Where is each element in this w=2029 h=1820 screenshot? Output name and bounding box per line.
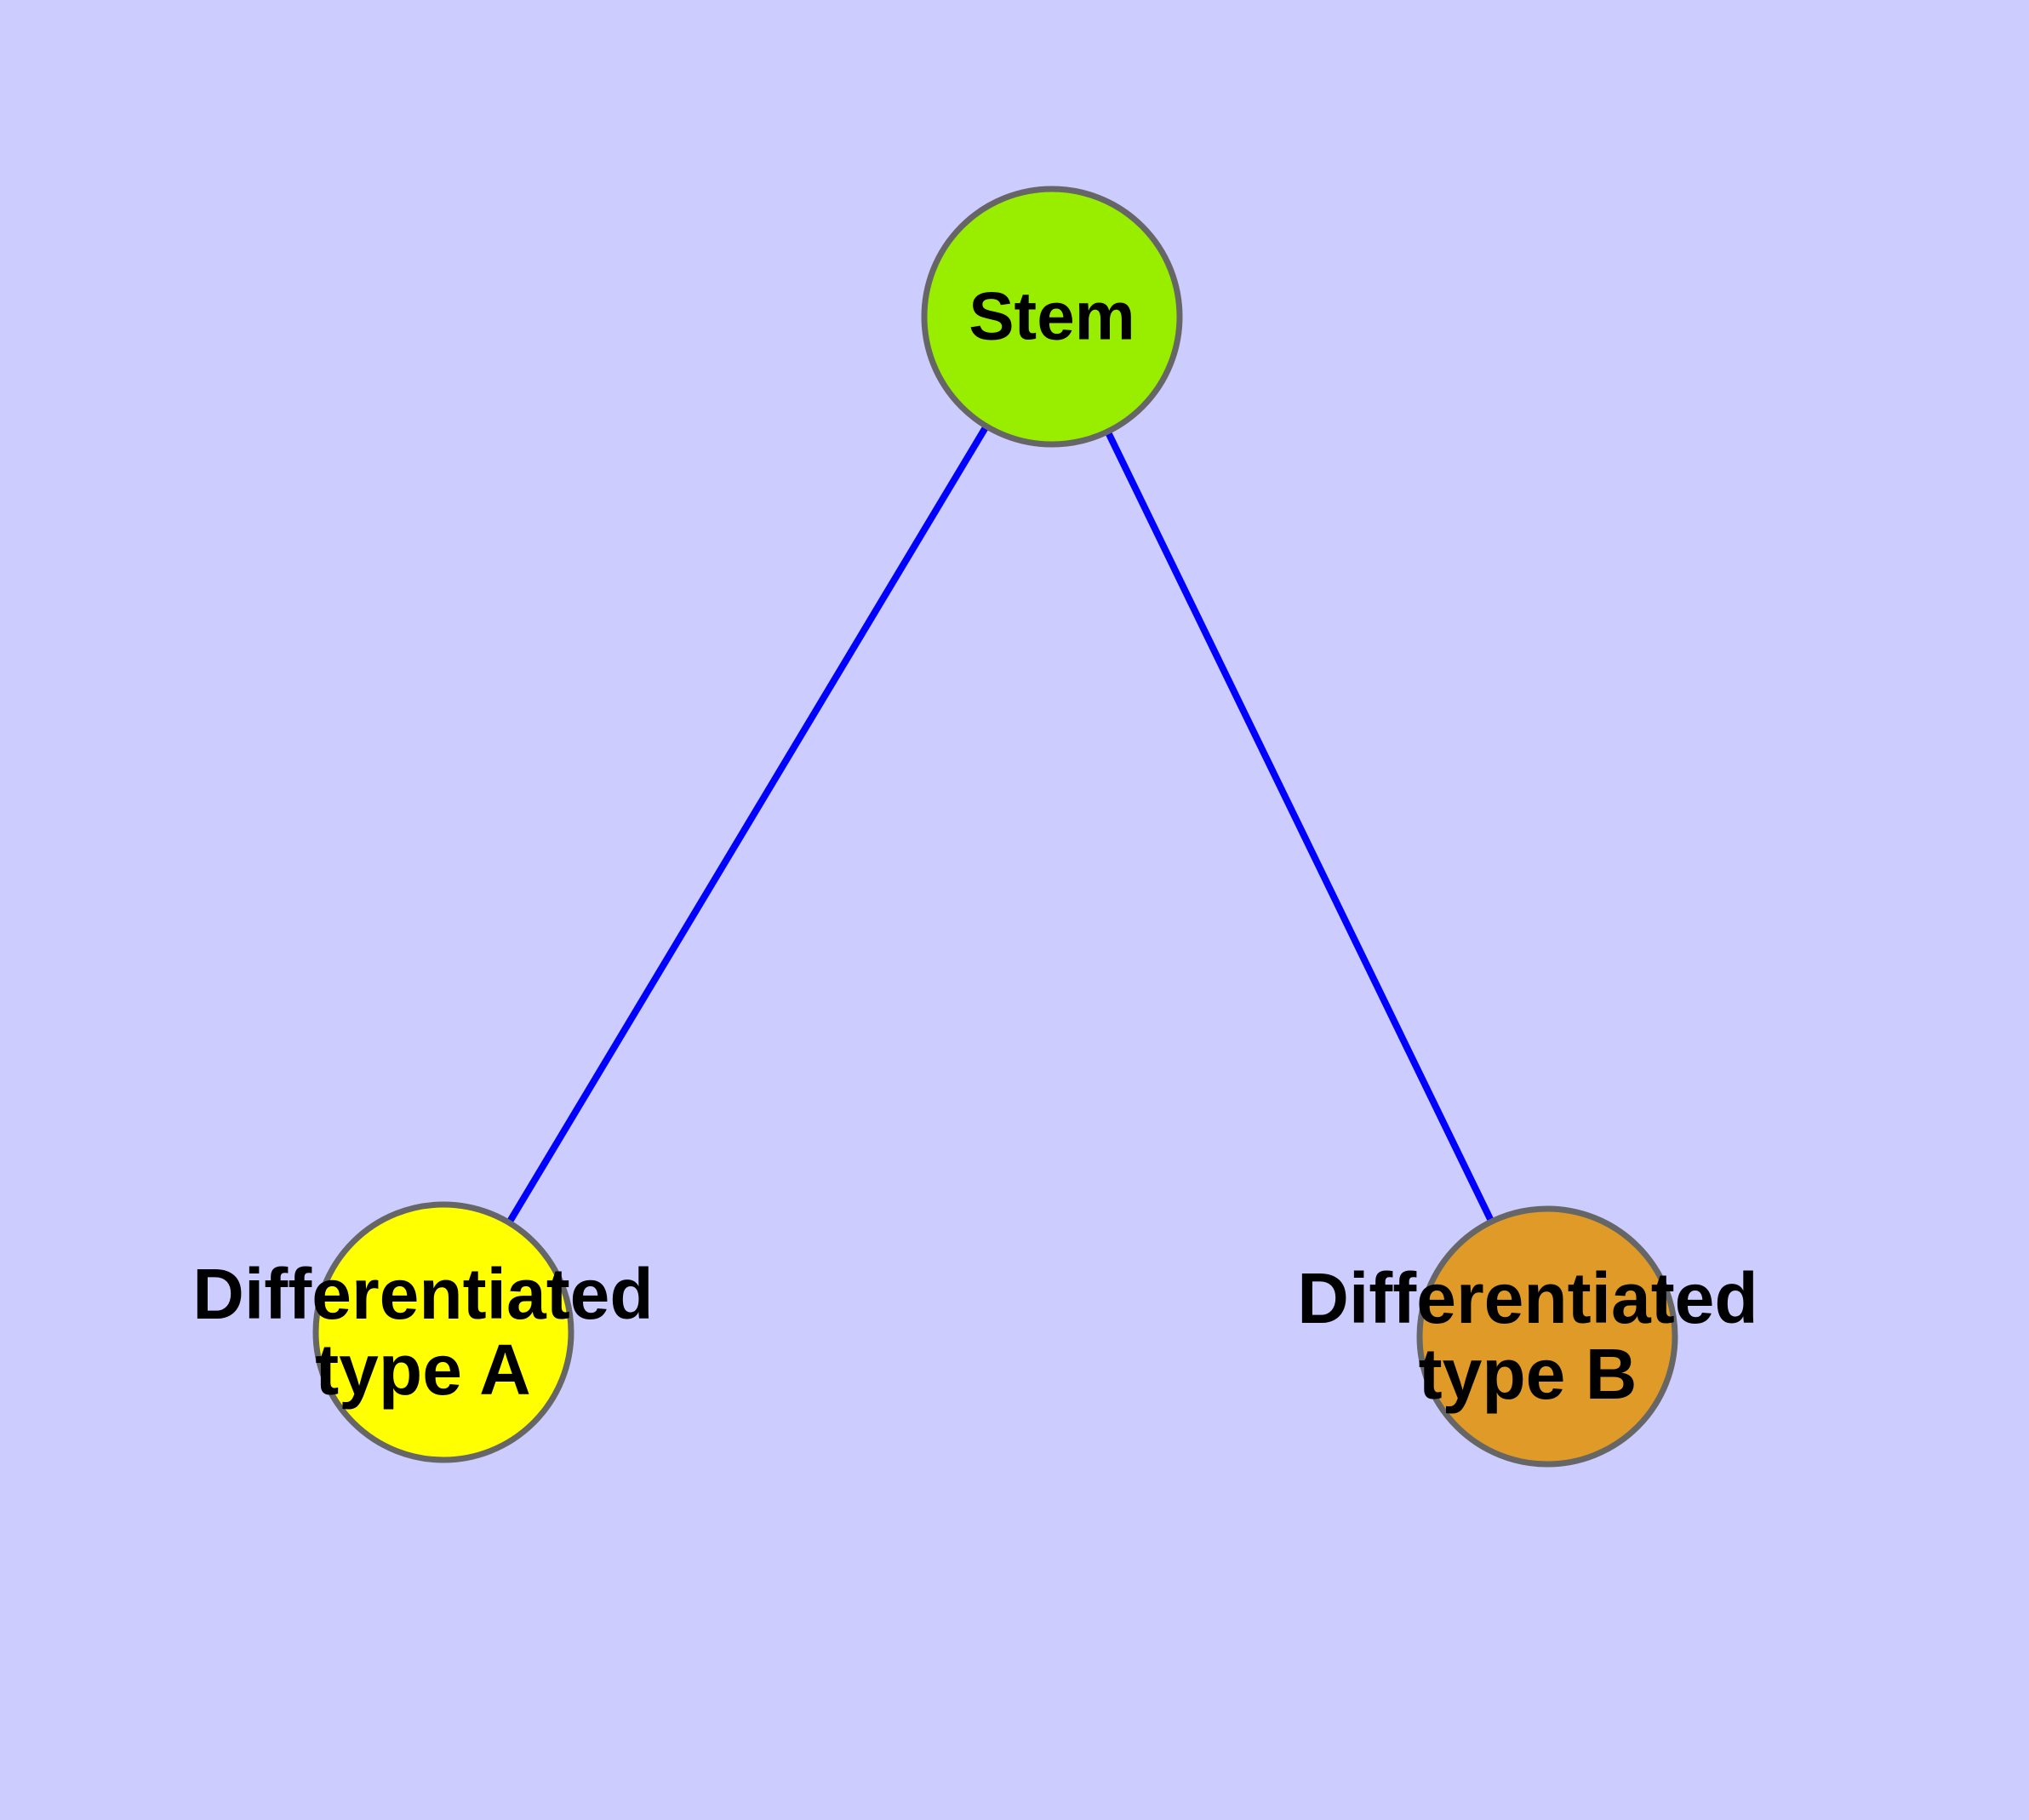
node-circle-diff_b[interactable] [1416,1205,1678,1468]
node-circle-stem[interactable] [921,186,1183,448]
edge-layer [505,422,1495,1227]
edge-stem-to-diff_b [1104,428,1495,1225]
edge-stem-to-diff_a [505,422,991,1227]
node-layer [312,186,1678,1468]
node-circle-diff_a[interactable] [312,1201,574,1463]
